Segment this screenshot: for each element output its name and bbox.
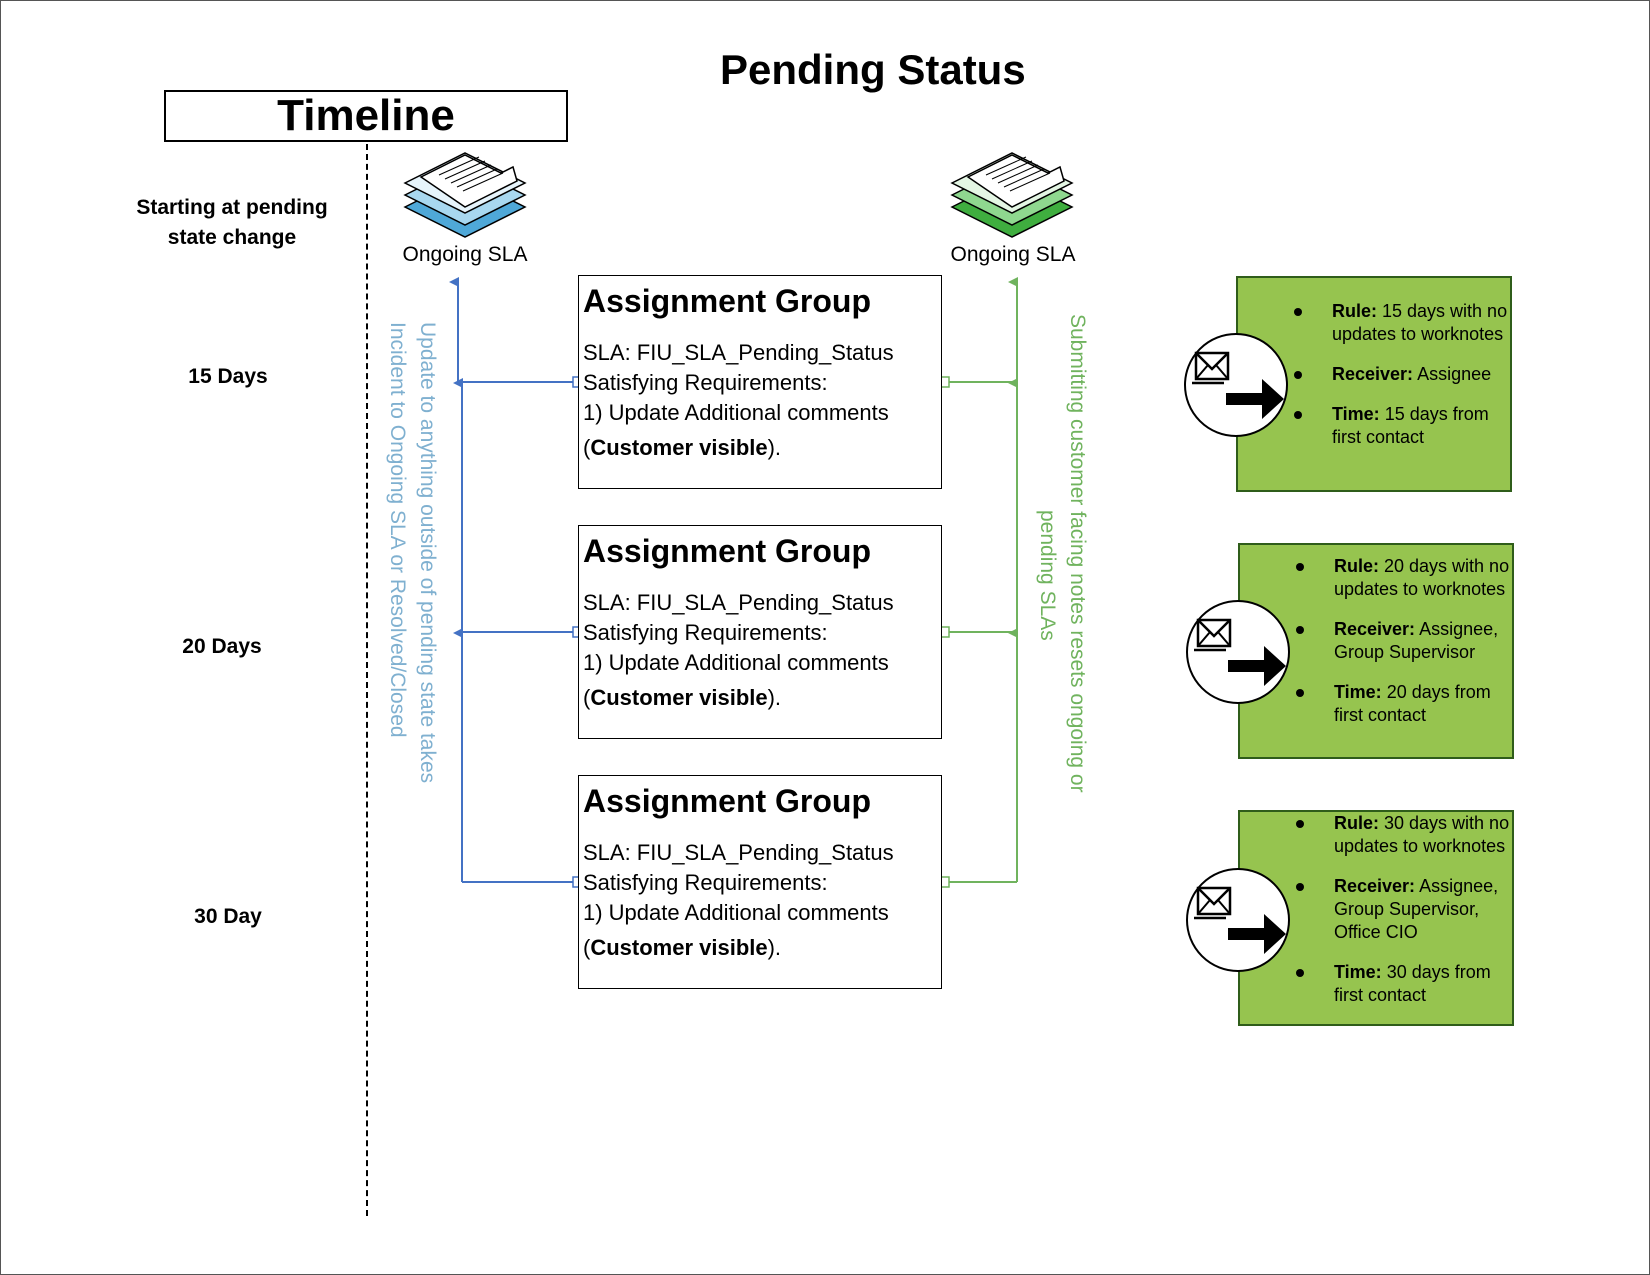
email-send-icon xyxy=(1186,868,1290,972)
time-item: Time: 15 days from first contact xyxy=(1238,403,1510,449)
requirements-label: Satisfying Requirements: xyxy=(583,370,828,395)
notification-box: Rule: 30 days with no updates to worknot… xyxy=(1238,810,1514,1026)
customer-visible-note: (Customer visible). xyxy=(583,935,782,960)
document-stack-blue-icon xyxy=(403,152,527,238)
timeline-marker-30: 30 Day xyxy=(194,905,262,928)
requirement-step: 1) Update Additional comments xyxy=(583,400,889,425)
blue-flow-text-line1: Update to anything outside of pending st… xyxy=(416,322,439,784)
ongoing-sla-right-label: Ongoing SLA xyxy=(950,243,1076,266)
green-flow-text: Submitting customer facing notes resets … xyxy=(1032,314,1092,793)
rule-item: Rule: 20 days with no updates to worknot… xyxy=(1240,555,1512,601)
time-item: Time: 20 days from first contact xyxy=(1240,681,1512,727)
sla-name: SLA: FIU_SLA_Pending_Status xyxy=(583,340,894,365)
assignment-group-box: Assignment Group SLA: FIU_SLA_Pending_St… xyxy=(578,525,942,739)
ongoing-sla-left-label: Ongoing SLA xyxy=(402,243,528,266)
email-send-icon xyxy=(1186,600,1290,704)
requirement-step: 1) Update Additional comments xyxy=(583,650,889,675)
assignment-group-box: Assignment Group SLA: FIU_SLA_Pending_St… xyxy=(578,775,942,989)
email-send-icon xyxy=(1184,333,1288,437)
receiver-item: Receiver: Assignee xyxy=(1238,363,1510,386)
customer-visible-note: (Customer visible). xyxy=(583,685,782,710)
blue-flow-text: Update to anything outside of pending st… xyxy=(382,322,442,783)
sla-name: SLA: FIU_SLA_Pending_Status xyxy=(583,840,894,865)
timeline-start-label: Starting at pending state change xyxy=(136,196,328,249)
blue-flow-text-line2: Incident to Ongoing SLA or Resolved/Clos… xyxy=(386,322,409,738)
green-flow-text-line1: Submitting customer facing notes resets … xyxy=(1066,314,1089,793)
receiver-item: Receiver: Assignee, Group Supervisor, Of… xyxy=(1240,875,1512,944)
rule-item: Rule: 30 days with no updates to worknot… xyxy=(1240,812,1512,858)
timeline-heading: Timeline xyxy=(164,90,568,142)
document-stack-green-icon xyxy=(950,152,1074,238)
rule-item: Rule: 15 days with no updates to worknot… xyxy=(1238,300,1510,346)
time-item: Time: 30 days from first contact xyxy=(1240,961,1512,1007)
assignment-group-heading: Assignment Group xyxy=(583,533,872,569)
receiver-item: Receiver: Assignee, Group Supervisor xyxy=(1240,618,1512,664)
customer-visible-note: (Customer visible). xyxy=(583,435,782,460)
assignment-group-box: Assignment Group SLA: FIU_SLA_Pending_St… xyxy=(578,275,942,489)
timeline-axis xyxy=(366,144,368,1216)
green-flow-text-line2: pending SLAs xyxy=(1036,510,1059,641)
page-title: Pending Status xyxy=(720,46,1026,93)
assignment-group-heading: Assignment Group xyxy=(583,283,872,319)
requirements-label: Satisfying Requirements: xyxy=(583,620,828,645)
requirement-step: 1) Update Additional comments xyxy=(583,900,889,925)
sla-name: SLA: FIU_SLA_Pending_Status xyxy=(583,590,894,615)
timeline-marker-20: 20 Days xyxy=(182,635,262,658)
timeline-marker-15: 15 Days xyxy=(188,365,268,388)
assignment-group-heading: Assignment Group xyxy=(583,783,872,819)
requirements-label: Satisfying Requirements: xyxy=(583,870,828,895)
